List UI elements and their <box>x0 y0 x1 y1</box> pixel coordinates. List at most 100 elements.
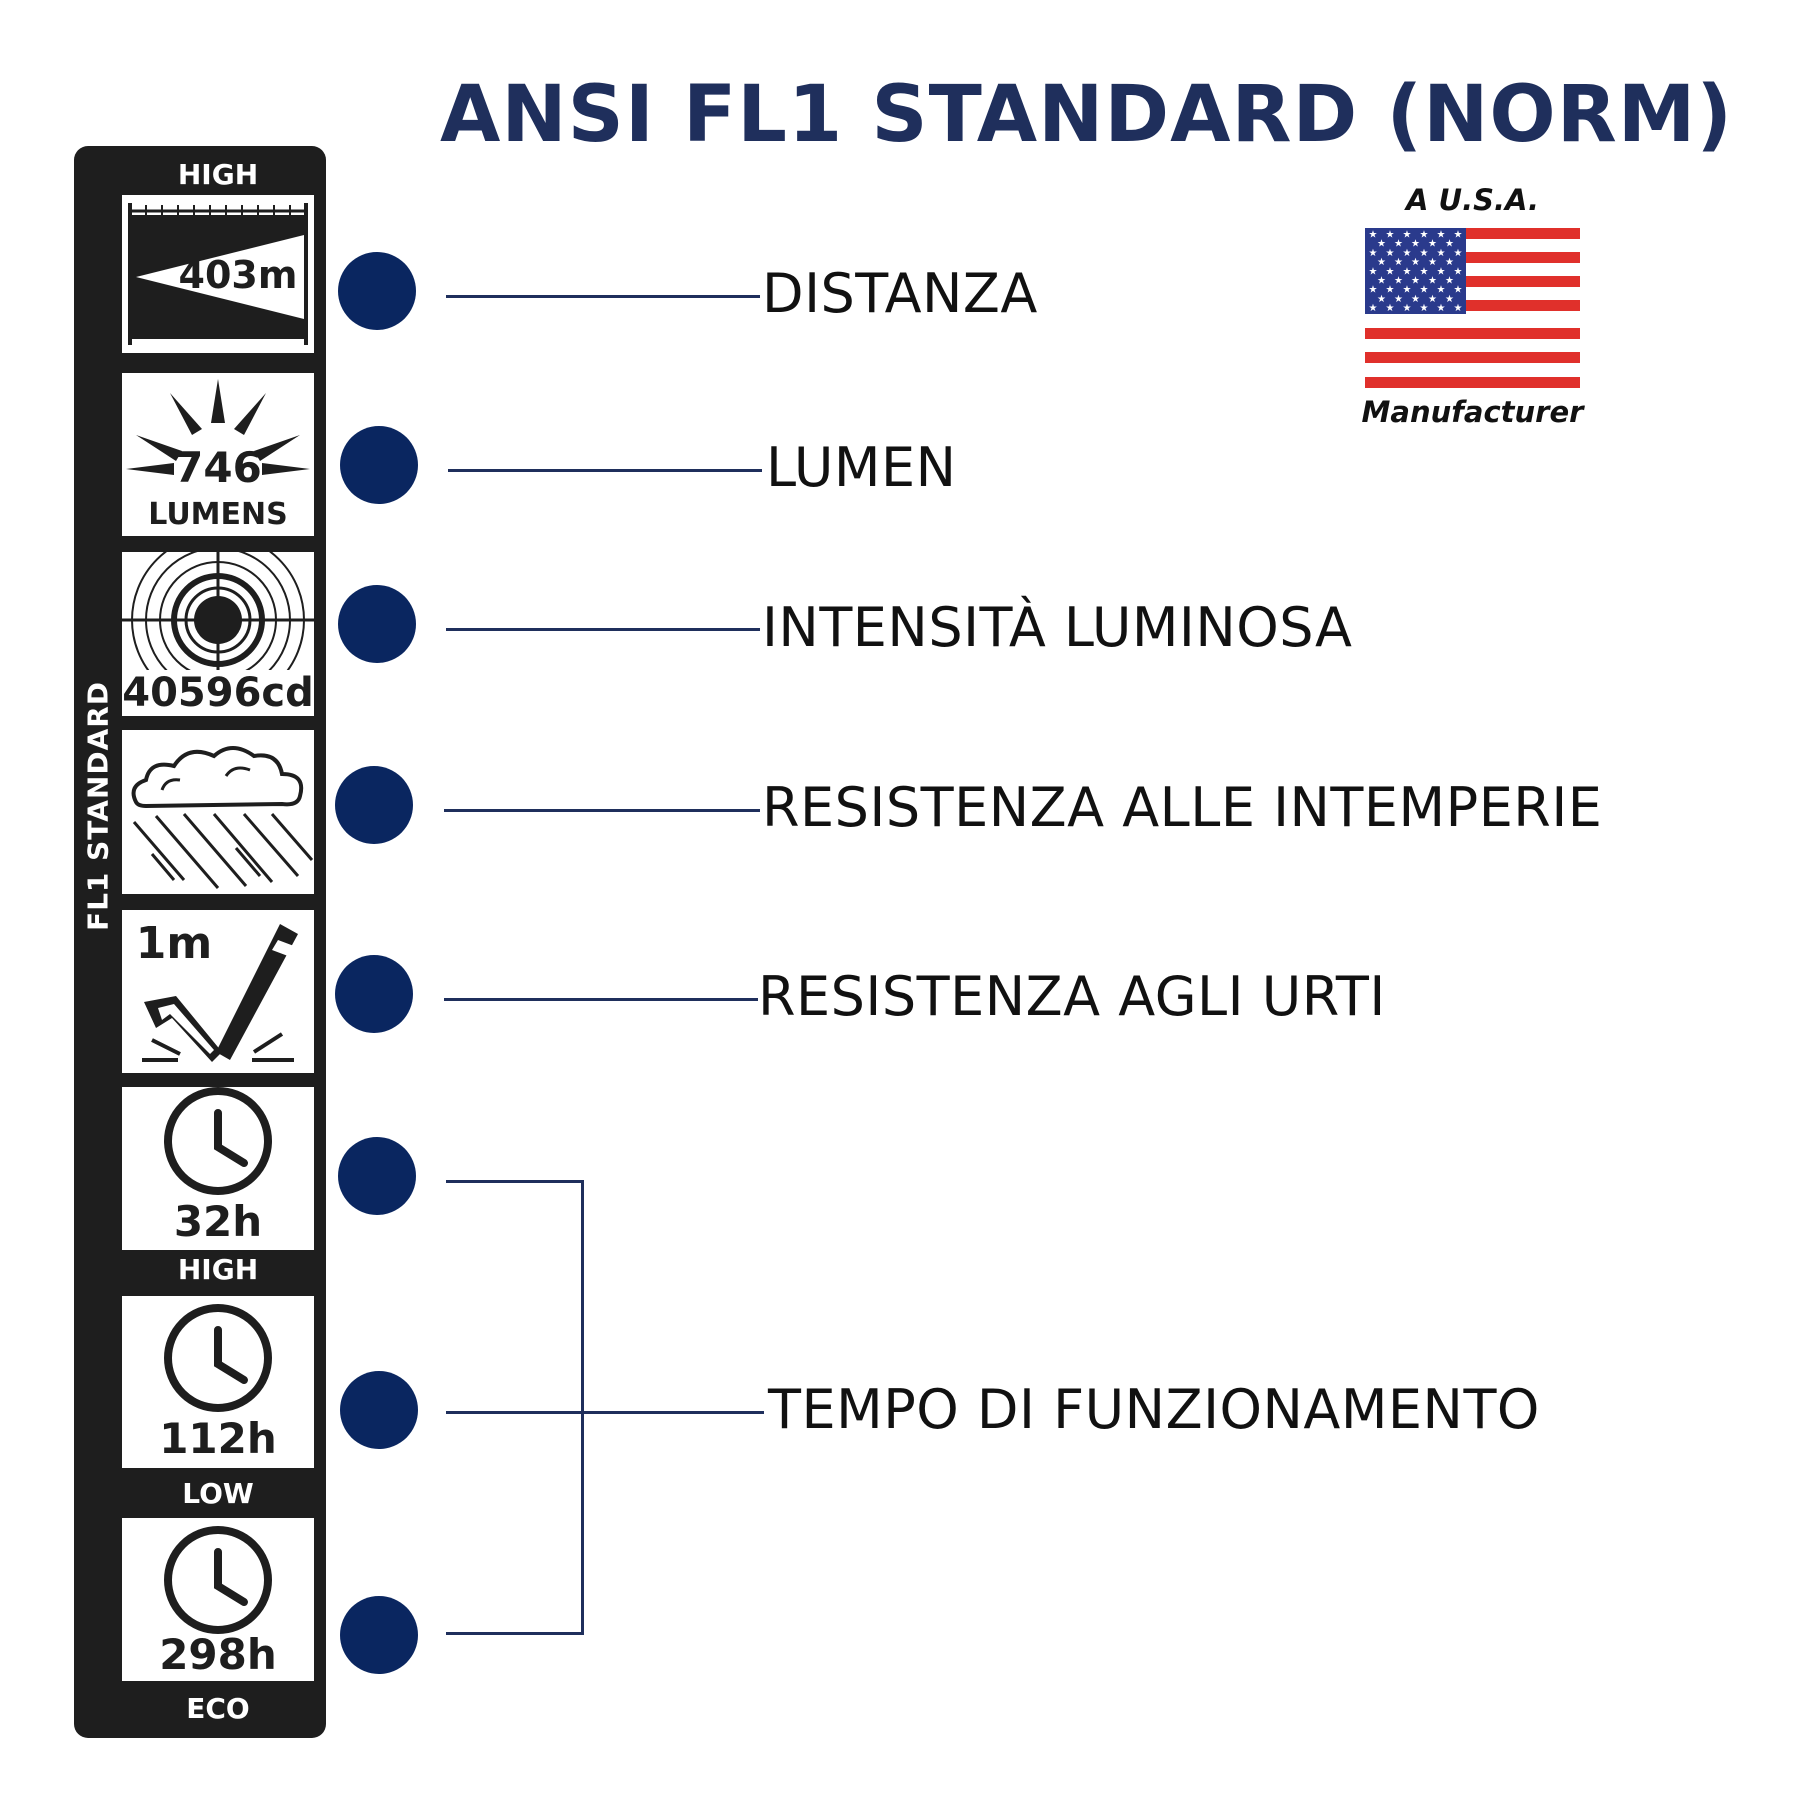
dot-impact <box>335 955 413 1033</box>
flag-star: ★ <box>1386 303 1395 314</box>
dot-runtime-high <box>338 1137 416 1215</box>
runtime-eco-value: 298h <box>159 1630 277 1679</box>
flag-star: ★ <box>1386 248 1395 259</box>
flag-star: ★ <box>1454 303 1463 314</box>
strip-vertical-label: FL1 STANDARD <box>81 680 115 932</box>
flag-star: ★ <box>1437 285 1446 296</box>
caption-high: HIGH <box>177 1253 259 1286</box>
runtime-bracket <box>581 1180 584 1635</box>
flag-star: ★ <box>1403 230 1412 241</box>
lumens-unit: LUMENS <box>148 497 288 532</box>
line-runtime-low <box>446 1411 764 1414</box>
label-runtime: TEMPO DI FUNZIONAMENTO <box>768 1378 1540 1441</box>
flag-star: ★ <box>1403 266 1412 277</box>
intensity-cell: 40596cd <box>122 552 314 716</box>
flag-star: ★ <box>1369 285 1378 296</box>
flag-star: ★ <box>1369 303 1378 314</box>
lumens-value: 746 <box>174 443 262 492</box>
flag-star: ★ <box>1386 266 1395 277</box>
runtime-low-cell: 112h <box>122 1296 314 1468</box>
flag-star: ★ <box>1386 285 1395 296</box>
flag-star: ★ <box>1377 239 1386 250</box>
flag-star: ★ <box>1377 276 1386 287</box>
flag-star: ★ <box>1369 230 1378 241</box>
caption-low: LOW <box>182 1477 254 1510</box>
intensity-value: 40596cd <box>122 670 314 716</box>
runtime-high-cell: 32h <box>122 1087 314 1250</box>
dot-runtime-low <box>340 1371 418 1449</box>
line-runtime-eco <box>446 1632 584 1635</box>
flag-star: ★ <box>1428 239 1437 250</box>
flag-star: ★ <box>1394 257 1403 268</box>
flag-star: ★ <box>1377 294 1386 305</box>
flag-star: ★ <box>1445 276 1454 287</box>
flag-star: ★ <box>1403 303 1412 314</box>
weather-cell <box>122 730 314 894</box>
impact-value: 1m <box>135 918 213 969</box>
label-lumen: LUMEN <box>766 436 957 499</box>
line-intensity <box>446 628 760 631</box>
dot-runtime-eco <box>340 1596 418 1674</box>
line-runtime-high <box>446 1180 584 1183</box>
flag-star: ★ <box>1454 248 1463 259</box>
flag-star: ★ <box>1420 266 1429 277</box>
flag-star: ★ <box>1420 303 1429 314</box>
rain-cloud-icon <box>131 746 314 889</box>
flag-star: ★ <box>1454 266 1463 277</box>
flag-star: ★ <box>1377 257 1386 268</box>
flag-star: ★ <box>1454 230 1463 241</box>
runtime-low-value: 112h <box>159 1414 277 1463</box>
caption-high-top: HIGH <box>177 158 259 191</box>
flag-star: ★ <box>1411 294 1420 305</box>
clock-icon <box>164 1087 272 1195</box>
flag-star: ★ <box>1386 230 1395 241</box>
flag-star: ★ <box>1369 266 1378 277</box>
line-impact <box>444 998 758 1001</box>
flag-star: ★ <box>1445 294 1454 305</box>
flag-star: ★ <box>1420 285 1429 296</box>
distance-value: 403m <box>178 253 298 297</box>
distance-cell: 403m <box>122 195 314 353</box>
dot-intensity <box>338 585 416 663</box>
flag-star: ★ <box>1420 248 1429 259</box>
clock-icon <box>164 1304 272 1412</box>
impact-cell: 1m <box>122 910 314 1073</box>
label-impact: RESISTENZA AGLI URTI <box>758 965 1386 1028</box>
label-distance: DISTANZA <box>762 262 1038 325</box>
flag-star: ★ <box>1369 248 1378 259</box>
lumens-cell: 746 LUMENS <box>122 373 314 536</box>
page-title: ANSI FL1 STANDARD (NORM) <box>440 70 1734 160</box>
label-weather: RESISTENZA ALLE INTEMPERIE <box>762 776 1603 839</box>
dot-lumen <box>340 426 418 504</box>
line-lumen <box>448 469 762 472</box>
flag-star: ★ <box>1428 276 1437 287</box>
sunburst-icon <box>126 379 310 475</box>
flag-star: ★ <box>1445 257 1454 268</box>
flag-star: ★ <box>1411 257 1420 268</box>
flag-star: ★ <box>1394 239 1403 250</box>
caption-eco: ECO <box>186 1692 250 1725</box>
dot-distance <box>338 252 416 330</box>
flag-star: ★ <box>1445 239 1454 250</box>
runtime-eco-cell: 298h <box>122 1518 314 1681</box>
flag-star: ★ <box>1437 303 1446 314</box>
dot-weather <box>335 766 413 844</box>
flag-star: ★ <box>1403 285 1412 296</box>
flag-star: ★ <box>1437 230 1446 241</box>
clock-icon <box>164 1526 272 1634</box>
badge-top-text: A U.S.A. <box>1405 183 1539 217</box>
flag-star: ★ <box>1437 266 1446 277</box>
label-intensity: INTENSITÀ LUMINOSA <box>762 596 1353 659</box>
flag-star: ★ <box>1411 276 1420 287</box>
beam-distance-icon <box>128 203 308 345</box>
line-weather <box>444 809 760 812</box>
flag-star: ★ <box>1394 294 1403 305</box>
runtime-high-value: 32h <box>173 1197 263 1246</box>
flag-star: ★ <box>1394 276 1403 287</box>
line-distance <box>446 295 760 298</box>
flag-star: ★ <box>1428 257 1437 268</box>
flag-star: ★ <box>1428 294 1437 305</box>
flag-star: ★ <box>1403 248 1412 259</box>
badge-bottom-text: Manufacturer <box>1361 395 1584 429</box>
flag-star: ★ <box>1454 285 1463 296</box>
